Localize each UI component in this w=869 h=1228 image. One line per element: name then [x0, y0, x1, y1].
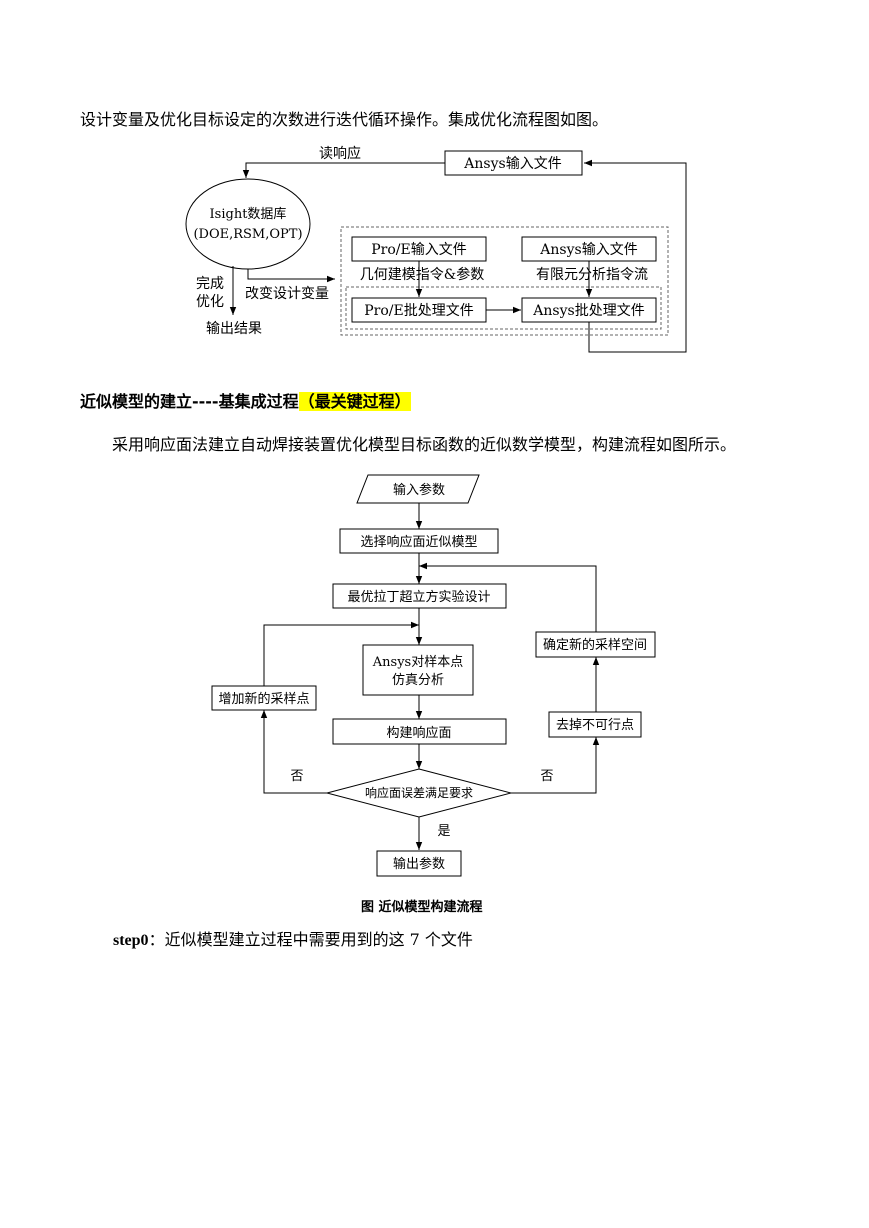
change-vars-label: 改变设计变量	[245, 286, 329, 302]
ansys-sim-label-line2: 仿真分析	[392, 673, 444, 688]
intro-paragraph: 设计变量及优化目标设定的次数进行迭代循环操作。集成优化流程图如图。	[80, 110, 609, 129]
output-params-label: 输出参数	[393, 856, 445, 872]
select-model-label: 选择响应面近似模型	[360, 534, 477, 550]
ansys-sim-label-line1: Ansys对样本点	[372, 655, 463, 670]
section-heading: 近似模型的建立----基集成过程（最关键过程）	[80, 390, 411, 414]
yes-label: 是	[437, 824, 450, 839]
complete-label-line1: 完成	[196, 276, 224, 292]
input-params-shape	[356, 474, 480, 504]
build-surface-label: 构建响应面	[386, 725, 451, 741]
ansys-input-top-label: Ansys输入文件	[463, 156, 561, 172]
new-space-label: 确定新的采样空间	[543, 637, 647, 653]
read-response-arrow	[242, 162, 445, 178]
no-right-label: 否	[540, 769, 553, 784]
inner-dashed-group	[345, 286, 662, 330]
proe-input-label: Pro/E输入文件	[371, 242, 466, 258]
input-params-label: 输入参数	[393, 482, 445, 498]
feedback-loop-arrow	[584, 159, 687, 353]
fea-cmd-label: 有限元分析指令流	[536, 267, 648, 283]
ansys-input-label: Ansys输入文件	[539, 242, 637, 258]
read-response-label: 读响应	[319, 145, 361, 162]
lhs-design-label: 最优拉丁超立方实验设计	[347, 589, 490, 605]
section-heading-highlight: （最关键过程）	[298, 392, 411, 411]
proe-batch-label: Pro/E批处理文件	[364, 303, 473, 319]
change-vars-arrow	[247, 269, 335, 283]
ansys-batch-label: Ansys批处理文件	[532, 303, 644, 319]
complete-label-line2: 优化	[196, 294, 224, 310]
isight-label-line1: Isight数据库	[210, 206, 287, 222]
body-paragraph: 采用响应面法建立自动焊接装置优化模型目标函数的近似数学模型，构建流程如图所示。	[112, 435, 737, 454]
step0-line: step0：近似模型建立过程中需要用到的这 7 个文件	[113, 926, 473, 950]
arrow-new-space-to-lhs	[419, 562, 597, 632]
figure-caption: 图 近似模型构建流程	[361, 900, 483, 915]
add-samples-label: 增加新的采样点	[218, 691, 309, 707]
output-params-box	[376, 850, 462, 877]
ansys-sim-box	[362, 644, 474, 696]
section-heading-main: 近似模型的建立----基集成过程	[80, 392, 299, 411]
remove-points-label: 去掉不可行点	[556, 718, 634, 733]
no-left-label: 否	[290, 769, 303, 784]
outer-dashed-group	[340, 226, 669, 336]
arrow-add-samples-to-sim	[263, 621, 419, 686]
geometry-cmd-label: 几何建模指令&参数	[360, 266, 484, 283]
arrow-no-to-remove-points	[511, 737, 600, 794]
isight-label-line2: (DOE,RSM,OPT)	[193, 227, 302, 242]
error-check-label: 响应面误差满足要求	[365, 785, 473, 800]
step0-text: ：近似模型建立过程中需要用到的这 7 个文件	[148, 930, 473, 949]
output-result-label: 输出结果	[206, 321, 262, 337]
step0-label: step0	[113, 932, 149, 949]
arrow-no-to-add-samples	[260, 710, 327, 794]
remove-points-box	[548, 711, 642, 738]
